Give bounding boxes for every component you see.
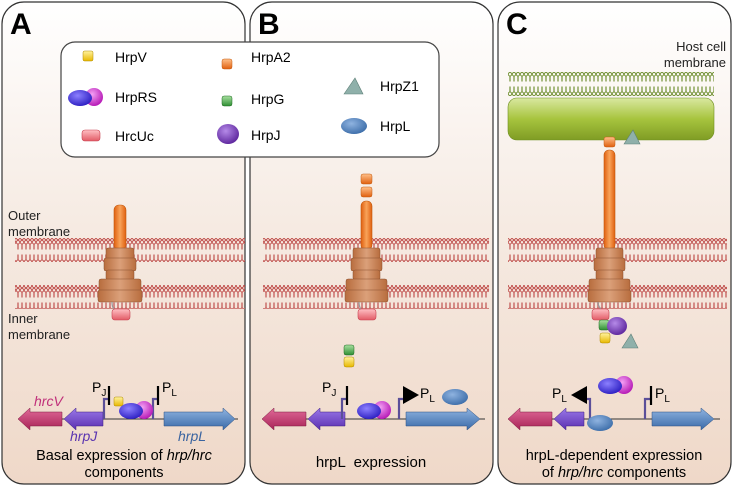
hrpz1-protein xyxy=(621,333,639,349)
hrprs-protein-blue xyxy=(357,403,381,419)
panel-c-caption-line1: hrpL-dependent expression xyxy=(526,448,703,464)
hrcuc-legend-icon xyxy=(81,129,101,142)
legend: HrpV HrpRS HrcUc HrpA2 HrpG HrpJ HrpZ1 H… xyxy=(60,41,440,158)
promoter-pl-right-label: PL xyxy=(655,385,670,405)
legend-hrpj: HrpJ xyxy=(251,127,281,143)
hrpj-gene-arrow xyxy=(63,407,104,431)
hrpv-protein xyxy=(599,332,611,344)
hrpl-protein xyxy=(442,389,468,405)
gene-label-hrcv: hrcV xyxy=(34,393,64,409)
hrprs-legend-icon-blue xyxy=(68,90,92,106)
legend-hrpv: HrpV xyxy=(115,49,148,65)
secretion-apparatus xyxy=(587,129,641,349)
hrpj-protein xyxy=(607,317,627,335)
hrpv-legend-icon xyxy=(82,50,94,62)
hrpl-gene-arrow xyxy=(651,407,715,431)
panel-b-letter: B xyxy=(258,8,280,41)
legend-hrpa2: HrpA2 xyxy=(251,49,291,65)
hrpg-protein xyxy=(343,344,355,356)
hrpv-protein xyxy=(343,356,355,368)
secretion-apparatus xyxy=(344,173,389,321)
hrprs-protein-blue xyxy=(598,378,622,394)
panel-c-letter: C xyxy=(506,8,528,41)
host-membrane-label-1: Host cell xyxy=(676,39,726,54)
hrpa2-legend-icon xyxy=(221,58,233,70)
promoter-pj-label: PJ xyxy=(322,379,336,399)
hrpl-gene-arrow xyxy=(405,407,481,431)
hrpl-legend-icon xyxy=(341,118,367,134)
inner-membrane-label-1: Inner xyxy=(8,311,38,326)
gene-label-hrpj: hrpJ xyxy=(70,428,98,444)
hrpa2-protein xyxy=(360,186,373,198)
hrpz1-legend-icon xyxy=(343,77,364,95)
hrpl-gene-arrow xyxy=(163,407,236,431)
hrcuc-protein xyxy=(111,308,131,321)
legend-hrpz1: HrpZ1 xyxy=(380,78,419,94)
legend-hrpl: HrpL xyxy=(380,118,411,134)
promoter-pl-active-triangle xyxy=(403,386,419,404)
hrpj-gene-arrow xyxy=(307,407,346,431)
outer-membrane-label-1: Outer xyxy=(8,208,41,223)
promoter-pl-active-triangle xyxy=(571,386,587,404)
hrpa2-protein xyxy=(360,173,373,185)
panel-a-caption-line1: Basal expression of hrp/hrc xyxy=(36,448,212,464)
promoter-pl-label: PL xyxy=(420,385,435,405)
gene-label-hrpl: hrpL xyxy=(178,428,206,444)
hrpj-legend-icon xyxy=(217,124,239,144)
hrpz1-protein xyxy=(623,129,641,145)
legend-hrpg: HrpG xyxy=(251,91,284,107)
hrpv-protein xyxy=(113,396,124,407)
hrprs-protein-blue xyxy=(119,403,143,419)
panel-a-caption-line2: components xyxy=(85,465,164,481)
panel-c: C Host cell membrane xyxy=(497,1,732,485)
promoter-pj-label: PJ xyxy=(92,379,106,399)
hrcv-gene-arrow xyxy=(261,407,307,431)
hrpj-gene-arrow xyxy=(553,407,585,431)
hrcuc-protein xyxy=(357,308,377,321)
legend-hrprs: HrpRS xyxy=(115,89,157,105)
host-cell-membrane xyxy=(508,72,714,96)
promoter-pl-left-label: PL xyxy=(552,385,567,405)
hrpa2-protein xyxy=(603,136,616,148)
hrpg-legend-icon xyxy=(221,95,233,107)
panel-c-caption-line2: of hrp/hrc components xyxy=(542,465,686,481)
panel-b-caption: hrpL expression xyxy=(316,454,426,471)
outer-membrane-label-2: membrane xyxy=(8,224,70,239)
legend-hrcuc: HrcUc xyxy=(115,128,154,144)
inner-membrane-label-2: membrane xyxy=(8,327,70,342)
host-cell xyxy=(507,97,715,141)
hrpl-protein xyxy=(587,415,613,431)
hrcv-gene-arrow xyxy=(507,407,553,431)
host-membrane-label-2: membrane xyxy=(664,55,726,70)
secretion-apparatus xyxy=(97,204,143,321)
hrcuc-protein xyxy=(591,308,610,321)
panel-a-letter: A xyxy=(10,8,32,41)
hrcv-gene-arrow xyxy=(17,407,63,431)
promoter-pl-label: PL xyxy=(162,379,177,399)
